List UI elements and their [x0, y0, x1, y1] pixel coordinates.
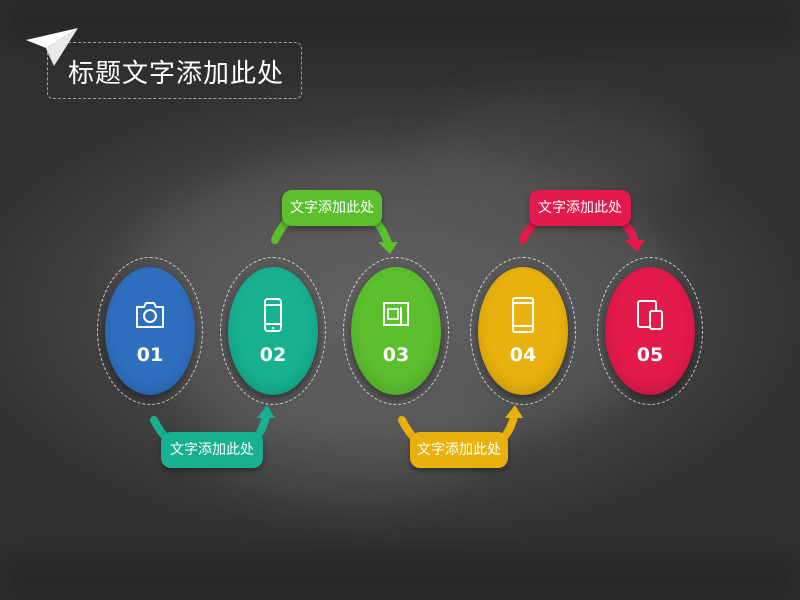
tablet-icon [512, 297, 534, 333]
step-01: 01 [97, 257, 203, 405]
step-number: 05 [636, 344, 664, 366]
step-disc [105, 267, 195, 395]
step-disc [605, 267, 695, 395]
step-04: 04 [470, 257, 576, 405]
step-ring [343, 257, 449, 405]
smartphone-icon [264, 298, 282, 332]
step-disc [351, 267, 441, 395]
camera-icon [136, 302, 164, 328]
step-02: 02 [220, 257, 326, 405]
label-yellow: 文字添加此处 [410, 432, 508, 468]
step-03: 03 [343, 257, 449, 405]
screen-icon [383, 302, 409, 326]
step-number: 04 [509, 344, 537, 366]
label-red: 文字添加此处 [529, 190, 631, 226]
step-ring [97, 257, 203, 405]
step-number: 02 [259, 344, 287, 366]
devices-icon [637, 300, 663, 330]
title-box: 标题文字添加此处 [47, 42, 302, 99]
page-title: 标题文字添加此处 [68, 59, 285, 89]
label-green: 文字添加此处 [282, 190, 382, 226]
step-number: 01 [136, 344, 164, 366]
paper-plane-icon [26, 28, 78, 66]
step-05: 05 [597, 257, 703, 405]
step-number: 03 [382, 344, 410, 366]
step-ring [220, 257, 326, 405]
step-ring [597, 257, 703, 405]
step-ring [470, 257, 576, 405]
label-teal: 文字添加此处 [161, 432, 263, 468]
